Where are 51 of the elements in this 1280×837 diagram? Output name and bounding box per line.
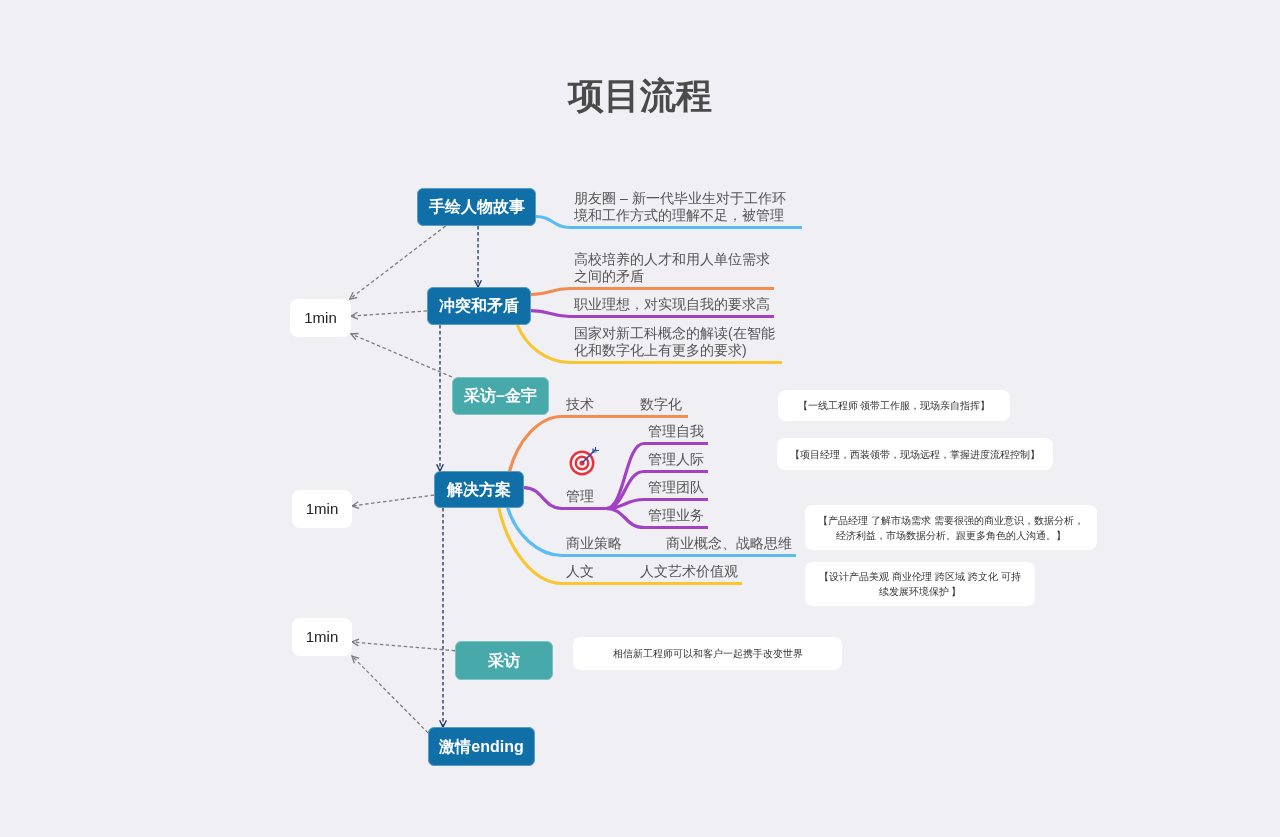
- dashed-arrow: [351, 494, 435, 510]
- branch-topic: 管理自我: [644, 423, 708, 445]
- branch-line: [604, 506, 646, 530]
- branch-topic: 技术: [562, 396, 598, 418]
- diagram-title: 项目流程: [566, 74, 713, 118]
- branch-line: [596, 581, 638, 586]
- time-box: 1min: [292, 490, 352, 528]
- step-box: 激情ending: [428, 727, 535, 766]
- branch-topic: 朋友圈 – 新一代毕业生对于工作环境和工作方式的理解不足，被管理: [570, 188, 802, 229]
- branch-topic: 职业理想，对实现自我的要求高: [570, 296, 774, 318]
- dashed-arrow: [351, 638, 456, 652]
- step-box: 采访: [455, 641, 553, 680]
- branch-topic: 管理人际: [644, 451, 708, 473]
- branch-topic: 人文: [562, 563, 598, 585]
- branch-topic: 商业策略: [562, 535, 626, 557]
- dashed-arrow: [350, 332, 453, 378]
- branch-topic: 管理业务: [644, 507, 708, 529]
- branch-line: [624, 553, 664, 558]
- step-box: 手绘人物故事: [417, 188, 536, 226]
- note-card: 【项目经理，西装领带，现场远程，掌握进度流程控制】: [777, 438, 1053, 470]
- branch-line: [506, 506, 564, 558]
- step-box: 解决方案: [434, 471, 524, 508]
- note-card: 【一线工程师 领带工作服，现场亲自指挥】: [778, 390, 1010, 421]
- dashed-arrow: [435, 324, 445, 472]
- dashed-arrow: [438, 507, 448, 728]
- branch-topic: 数字化: [636, 396, 688, 418]
- branch-line: [515, 323, 572, 365]
- branch-topic: 人文艺术价值观: [636, 563, 742, 585]
- step-box: 冲突和矛盾: [427, 287, 531, 325]
- note-card: 【设计产品美观 商业伦理 跨区域 跨文化 可持续发展环境保护 】: [805, 562, 1035, 606]
- note-card: 相信新工程师可以和客户一起携手改变世界: [573, 637, 842, 670]
- step-box: 采访–金宇: [452, 377, 549, 415]
- branch-topic: 管理团队: [644, 479, 708, 501]
- branch-topic: 管理: [562, 488, 606, 510]
- branch-line: [508, 414, 564, 473]
- dashed-arrow: [351, 655, 429, 734]
- dashed-arrow: [350, 310, 428, 320]
- branch-topic: 商业概念、战略思维: [662, 535, 796, 557]
- dashed-arrow: [349, 225, 447, 300]
- note-card: 【产品经理 了解市场需求 需要很强的商业意识，数据分析，经济利益，市场数据分析。跟更多角色的人沟通。】: [805, 505, 1097, 550]
- branch-line: [534, 214, 572, 230]
- time-box: 1min: [290, 299, 351, 337]
- branch-line: [497, 506, 564, 586]
- branch-line: [522, 486, 564, 511]
- branch-topic: 国家对新工科概念的解读(在智能化和数字化上有更多的要求): [570, 325, 782, 364]
- branch-topic: 高校培养的人才和用人单位需求之间的矛盾: [570, 251, 774, 290]
- dashed-arrow: [474, 225, 483, 288]
- branch-line: [529, 308, 572, 319]
- time-box: 1min: [292, 618, 352, 656]
- branch-line: [529, 286, 572, 297]
- branch-line: [596, 414, 638, 419]
